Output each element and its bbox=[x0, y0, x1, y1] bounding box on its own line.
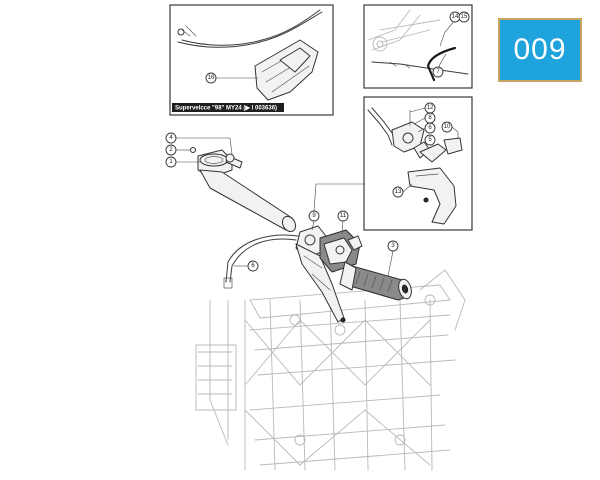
callout-16-label: 16 bbox=[208, 75, 215, 81]
callout-3-label: 3 bbox=[391, 243, 395, 249]
callout-14-label: 14 bbox=[452, 14, 459, 20]
handlebar-assembly bbox=[190, 147, 412, 323]
callout-1-label: 1 bbox=[169, 159, 173, 165]
callout-4-label: 4 bbox=[169, 135, 173, 141]
callout-6-label: 6 bbox=[251, 263, 255, 269]
inset-clutch-cable: 14 15 7 bbox=[363, 4, 473, 89]
inset-lever-assembly: 12 8 6 5 10 13 bbox=[363, 96, 473, 231]
callout-11-label: 11 bbox=[340, 213, 347, 219]
callout-5 bbox=[424, 134, 436, 146]
callout-9-label: 9 bbox=[312, 213, 316, 219]
callout-8-label: 8 bbox=[428, 115, 432, 121]
inset-cable-routing: 16 Supervelcce "98" MY24 (▶ I 003636) bbox=[169, 4, 334, 116]
callout-5-label: 5 bbox=[428, 137, 432, 143]
callout-13-label: 13 bbox=[395, 189, 402, 195]
callout-15-label: 15 bbox=[461, 14, 468, 20]
callout-12-label: 12 bbox=[427, 105, 434, 111]
callout-7-label: 7 bbox=[436, 69, 440, 75]
callout-6-inset-label: 6 bbox=[428, 125, 432, 131]
callout-16 bbox=[205, 72, 217, 84]
inset-caption-bar bbox=[172, 103, 284, 112]
callout-7 bbox=[432, 66, 444, 78]
callout-10-label: 10 bbox=[444, 124, 451, 130]
page-number-badge: 009 bbox=[498, 18, 582, 82]
callout-2-label: 2 bbox=[169, 147, 173, 153]
callout-15 bbox=[458, 11, 470, 23]
inset-caption: Supervelcce "98" MY24 (▶ I 003636) bbox=[175, 105, 277, 112]
main-callouts: 4 2 1 9 11 3 6 bbox=[165, 132, 399, 277]
